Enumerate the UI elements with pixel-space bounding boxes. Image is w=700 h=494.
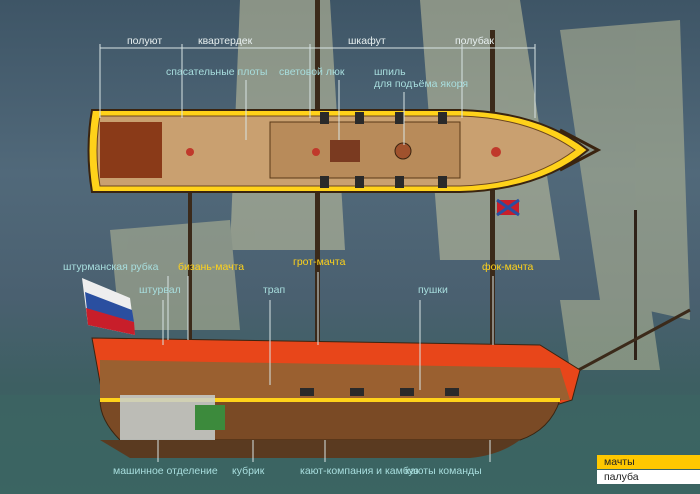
legend-deck: палуба: [597, 470, 700, 484]
label-wheel: штурвал: [139, 284, 181, 296]
hull-side-view: [91, 337, 581, 458]
section-quarterdeck: квартердек: [198, 35, 253, 47]
legend-masts: мачты: [597, 455, 700, 469]
jack-flag: [496, 198, 520, 217]
label-cannons: пушки: [418, 284, 448, 296]
label-mizzen-mast: бизань-мачта: [178, 261, 245, 273]
russian-flag: [82, 278, 135, 335]
label-life-rafts: спасательные плоты: [166, 66, 268, 78]
section-forecastle: полубак: [455, 35, 494, 47]
label-crew-cabins: каюты команды: [405, 465, 482, 477]
deck-top-view: [87, 109, 602, 193]
label-capstan-purpose: для подъёма якоря: [374, 78, 469, 90]
label-capstan: шпиль: [374, 66, 406, 78]
label-ladder: трап: [263, 284, 286, 296]
label-engine-room: машинное отделение: [113, 465, 218, 477]
label-main-mast: грот-мачта: [293, 256, 346, 268]
legend: мачты палуба: [597, 455, 700, 484]
label-fore-mast: фок-мачта: [482, 261, 534, 273]
section-waist: шкафут: [348, 35, 386, 47]
label-crew-quarters: кубрик: [232, 465, 265, 477]
label-wardroom-galley: кают-компания и камбуз: [300, 465, 419, 477]
leader-lines: [99, 44, 536, 462]
section-poop: полуют: [127, 35, 163, 47]
label-skylight: световой люк: [279, 66, 345, 78]
label-chart-house: штурманская рубка: [63, 261, 159, 273]
